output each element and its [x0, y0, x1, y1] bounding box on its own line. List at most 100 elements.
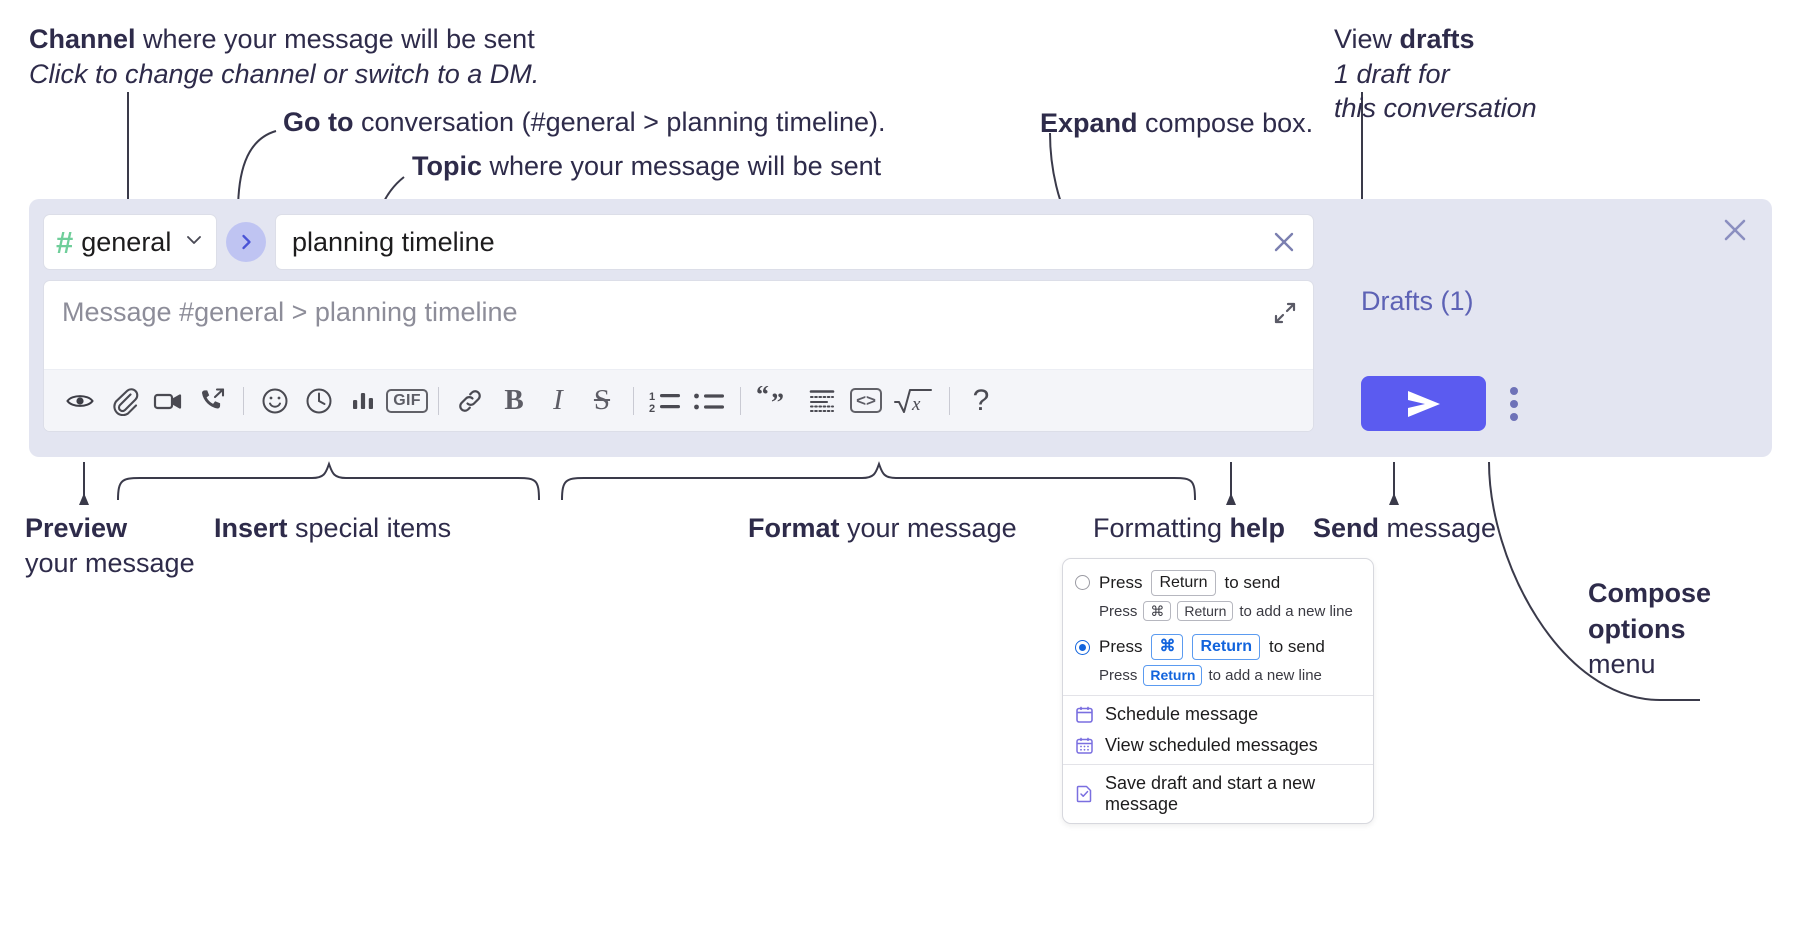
link-icon[interactable]: [448, 379, 492, 423]
send-option-2[interactable]: Press ⌘ Return to send Press Return to a…: [1063, 630, 1373, 694]
option2-sub-pre: Press: [1099, 667, 1138, 685]
key-return: Return: [1192, 634, 1261, 661]
compose-main: # general planning timeline Message #gen…: [29, 199, 1314, 457]
italic-icon[interactable]: I: [536, 379, 580, 423]
calendar-schedule-icon: [1075, 705, 1094, 724]
channel-selector[interactable]: # general: [43, 214, 217, 270]
key-command: ⌘: [1151, 634, 1184, 661]
annotation-compose-bold2: options: [1588, 613, 1686, 644]
kebab-dot: [1510, 412, 1518, 421]
inline-code-icon[interactable]: <>: [844, 379, 888, 423]
option1-sub-pre: Press: [1099, 602, 1138, 620]
annotation-help-bold: help: [1229, 513, 1286, 543]
audio-icon[interactable]: [190, 379, 234, 423]
menu-item-label: View scheduled messages: [1105, 734, 1318, 755]
divider: [1063, 763, 1373, 765]
calendar-view-icon: [1075, 736, 1094, 755]
annotation-compose-options: Compose options menu: [1588, 576, 1711, 683]
option2-sub: Press Return to add a new line: [1099, 665, 1361, 686]
option2-post: to send: [1269, 637, 1325, 657]
radio-return-to-send[interactable]: [1075, 575, 1090, 591]
send-row: [1361, 376, 1518, 431]
annotation-send-bold: Send: [1313, 513, 1380, 543]
annotation-compose-rest: menu: [1588, 649, 1656, 680]
svg-text:“: “: [756, 386, 769, 409]
message-box: Message #general > planning timeline: [43, 280, 1314, 432]
key-return: Return: [1143, 665, 1203, 686]
key-return: Return: [1177, 600, 1234, 622]
annotation-drafts-italic2: this conversation: [1334, 93, 1537, 124]
emoji-icon[interactable]: [253, 379, 297, 423]
annotation-channel-rest: where your message will be sent: [135, 24, 535, 54]
gif-label: GIF: [386, 388, 428, 413]
annotation-channel-italic: Click to change channel or switch to a D…: [29, 58, 540, 89]
key-command: ⌘: [1143, 600, 1172, 622]
annotation-channel: Channel where your message will be sent …: [29, 22, 539, 91]
separator: [438, 386, 439, 415]
annotation-help: Formatting help: [1093, 511, 1285, 546]
menu-item-schedule-message[interactable]: Schedule message: [1063, 696, 1373, 733]
reminder-icon[interactable]: [297, 379, 341, 423]
separator: [949, 386, 950, 415]
compose-options-menu: Press Return to send Press ⌘ Return to a…: [1062, 558, 1374, 824]
bold-icon[interactable]: B: [492, 379, 536, 423]
send-button[interactable]: [1361, 376, 1486, 431]
option1-sub: Press ⌘ Return to add a new line: [1099, 600, 1361, 622]
close-icon[interactable]: [1265, 223, 1303, 261]
strikethrough-icon[interactable]: S: [580, 379, 624, 423]
inline-code-label: <>: [850, 387, 882, 414]
annotation-preview-rest: your message: [25, 547, 195, 578]
attach-icon[interactable]: [102, 379, 146, 423]
radio-command-return-to-send[interactable]: [1075, 639, 1090, 655]
video-icon[interactable]: [146, 379, 190, 423]
hash-icon: #: [56, 224, 74, 260]
annotation-insert-bold: Insert: [214, 513, 288, 543]
menu-item-save-draft[interactable]: Save draft and start a new message: [1063, 765, 1373, 823]
poll-icon[interactable]: [341, 379, 385, 423]
svg-text:”: ”: [771, 388, 784, 416]
gif-icon[interactable]: GIF: [385, 379, 429, 423]
send-option-1[interactable]: Press Return to send Press ⌘ Return to a…: [1063, 559, 1373, 630]
close-icon[interactable]: [1718, 213, 1752, 252]
svg-text:2: 2: [649, 403, 655, 415]
math-icon[interactable]: x: [888, 379, 940, 423]
annotation-preview-bold: Preview: [25, 513, 128, 543]
message-input[interactable]: Message #general > planning timeline: [44, 281, 1313, 369]
annotation-goto: Go to conversation (#general > planning …: [283, 105, 886, 140]
option2-sub-post: to add a new line: [1208, 667, 1322, 685]
preview-icon[interactable]: [58, 379, 102, 423]
menu-item-label: Schedule message: [1105, 703, 1259, 724]
key-return: Return: [1151, 570, 1216, 596]
annotation-topic: Topic where your message will be sent: [412, 149, 881, 184]
separator: [740, 386, 741, 415]
compose-options-button[interactable]: [1510, 386, 1518, 421]
annotation-drafts-bold: drafts: [1399, 24, 1475, 54]
option1-post: to send: [1224, 572, 1281, 592]
separator: [633, 386, 634, 415]
annotation-help-plain: Formatting: [1093, 513, 1230, 543]
message-placeholder: Message #general > planning timeline: [62, 297, 518, 327]
annotation-insert-rest: special items: [287, 513, 452, 543]
compose-header-row: # general planning timeline: [43, 213, 1314, 271]
goto-conversation-button[interactable]: [226, 222, 266, 262]
help-icon[interactable]: ?: [959, 379, 1003, 423]
kebab-dot: [1510, 386, 1518, 395]
annotation-goto-rest: conversation (#general > planning timeli…: [353, 107, 886, 137]
code-block-icon[interactable]: [800, 379, 844, 423]
topic-field[interactable]: planning timeline: [275, 214, 1314, 270]
annotation-topic-bold: Topic: [412, 151, 482, 181]
menu-item-view-scheduled[interactable]: View scheduled messages: [1063, 733, 1373, 764]
blockquote-icon[interactable]: “”: [750, 379, 800, 423]
annotation-channel-bold: Channel: [29, 24, 136, 54]
bulleted-list-icon[interactable]: [687, 379, 731, 423]
strikethrough-label: S: [593, 384, 611, 416]
annotation-format: Format your message: [748, 511, 1017, 546]
drafts-link[interactable]: Drafts (1): [1361, 286, 1474, 316]
channel-name: general: [81, 226, 172, 257]
expand-icon[interactable]: [1271, 299, 1299, 332]
annotation-goto-bold: Go to: [283, 107, 354, 137]
annotation-format-bold: Format: [748, 513, 840, 543]
